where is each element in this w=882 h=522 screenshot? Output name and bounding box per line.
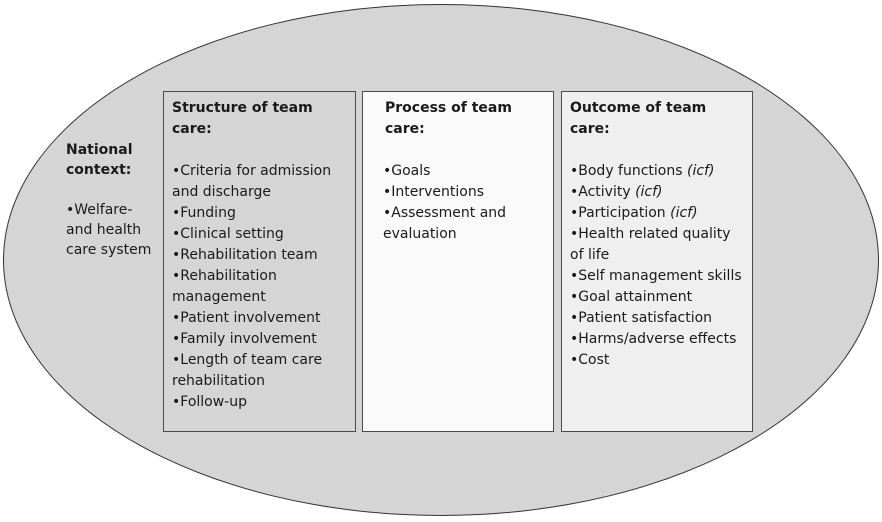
structure-item: Patient involvement	[172, 308, 347, 329]
structure-item: Follow-up	[172, 392, 347, 413]
structure-item: Criteria for admission and discharge	[172, 161, 347, 203]
process-box: Process of team care: Goals Intervention…	[362, 91, 554, 432]
structure-item: Clinical setting	[172, 224, 347, 245]
process-item: Assessment and evaluation	[383, 203, 545, 245]
outcome-item: Self management skills	[570, 266, 744, 287]
structure-box: Structure of team care: Criteria for adm…	[163, 91, 356, 432]
icf-note: (icf)	[687, 163, 715, 179]
outcome-box: Outcome of team care: Body functions (ic…	[561, 91, 753, 432]
outcome-item: Cost	[570, 350, 744, 371]
process-title: Process of team care:	[385, 100, 512, 137]
process-item: Interventions	[383, 182, 545, 203]
national-context-section: National context: Welfare- and health ca…	[66, 140, 162, 260]
outcome-item: Patient satisfaction	[570, 308, 744, 329]
outcome-list: Body functions (icf) Activity (icf) Part…	[570, 161, 744, 371]
structure-title: Structure of team care:	[172, 100, 313, 137]
national-context-title: National context:	[66, 142, 133, 178]
national-context-item: Welfare- and health care system	[66, 200, 162, 260]
structure-item: Funding	[172, 203, 347, 224]
outcome-item: Goal attainment	[570, 287, 744, 308]
structure-list: Criteria for admission and discharge Fun…	[172, 161, 347, 413]
outcome-item: Body functions (icf)	[570, 161, 744, 182]
process-list: Goals Interventions Assessment and evalu…	[383, 161, 545, 245]
outcome-item: Health related quality of life	[570, 224, 744, 266]
icf-note: (icf)	[670, 205, 698, 221]
structure-item: Rehabilitation team	[172, 245, 347, 266]
outcome-item: Participation (icf)	[570, 203, 744, 224]
icf-note: (icf)	[635, 184, 663, 200]
process-item: Goals	[383, 161, 545, 182]
structure-item: Family involvement	[172, 329, 347, 350]
structure-item: Length of team care rehabilitation	[172, 350, 347, 392]
structure-item: Rehabilitation management	[172, 266, 347, 308]
outcome-item: Activity (icf)	[570, 182, 744, 203]
outcome-title: Outcome of team care:	[570, 100, 707, 137]
outcome-item: Harms/adverse effects	[570, 329, 744, 350]
